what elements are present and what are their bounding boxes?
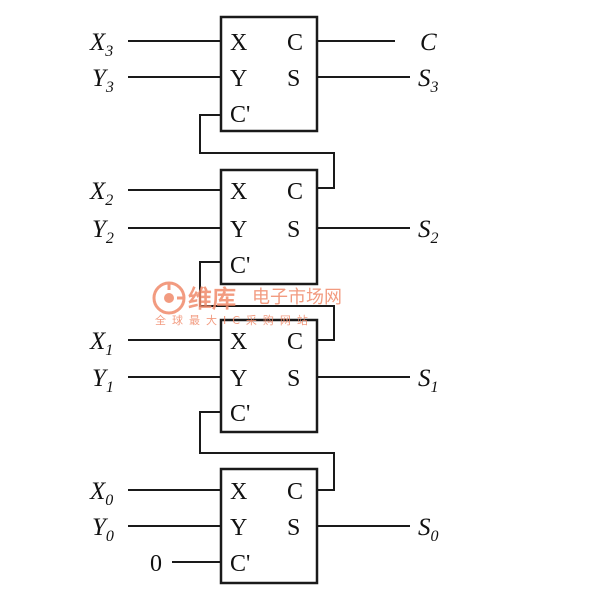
stage-0-block bbox=[219, 467, 319, 585]
stage-3-pin-carry-in: C' bbox=[230, 102, 250, 128]
stage-1-pin-sum: S bbox=[287, 366, 300, 392]
stage-0-pin-sum: S bbox=[287, 515, 300, 541]
stage-3-pin-carry-out: C bbox=[287, 30, 303, 56]
stage-0-pin-x: X bbox=[230, 479, 247, 505]
stage-0: X0 Y0 0 X Y C' C S S0 bbox=[89, 467, 439, 585]
watermark-logo-icon bbox=[152, 281, 186, 315]
watermark: 维库 电子市场网 全球最大IC采购网站 bbox=[152, 281, 342, 327]
stage-1-y-label: Y1 bbox=[92, 365, 114, 396]
stage-3-x-label: X3 bbox=[89, 29, 113, 60]
watermark-tagline: 全球最大IC采购网站 bbox=[155, 313, 314, 327]
stage-2-pin-carry-in: C' bbox=[230, 253, 250, 279]
stage-3-pin-sum: S bbox=[287, 66, 300, 92]
stage-3: X3 Y3 X Y C' C S C S3 bbox=[89, 15, 439, 133]
stage-2-pin-y: Y bbox=[230, 217, 247, 243]
stage-0-pin-carry-out: C bbox=[287, 479, 303, 505]
stage-2-pin-x: X bbox=[230, 179, 247, 205]
stage-1-pin-x: X bbox=[230, 329, 247, 355]
stage-3-y-label: Y3 bbox=[92, 65, 114, 96]
stage-1-block bbox=[219, 318, 319, 434]
stage-2-y-label: Y2 bbox=[92, 216, 114, 247]
watermark-brand: 维库 bbox=[188, 285, 236, 313]
stage-1-pin-y: Y bbox=[230, 366, 247, 392]
stage-0-sum-output-label: S0 bbox=[418, 514, 439, 545]
stage-1-pin-carry-out: C bbox=[287, 329, 303, 355]
stage-2-pin-sum: S bbox=[287, 217, 300, 243]
stage-1-x-label: X1 bbox=[89, 328, 113, 359]
watermark-name: 电子市场网 bbox=[252, 287, 342, 308]
stage-2: X2 Y2 X Y C' C S S2 bbox=[89, 168, 439, 286]
stage-0-carry-input-label: 0 bbox=[150, 551, 162, 577]
stage-0-pin-y: Y bbox=[230, 515, 247, 541]
stage-3-pin-x: X bbox=[230, 30, 247, 56]
carry-link-0-to-1 bbox=[199, 411, 335, 491]
stage-3-block bbox=[219, 15, 319, 133]
stage-1: X1 Y1 X Y C' C S S1 bbox=[89, 318, 439, 434]
stage-2-sum-output-label: S2 bbox=[418, 216, 439, 247]
stage-0-y-label: Y0 bbox=[92, 514, 114, 545]
stage-0-pin-carry-in: C' bbox=[230, 551, 250, 577]
stage-3-pin-y: Y bbox=[230, 66, 247, 92]
stage-0-x-label: X0 bbox=[89, 478, 113, 509]
stage-3-sum-output-label: S3 bbox=[418, 65, 439, 96]
stage-3-carry-output-label: C bbox=[420, 29, 437, 56]
stage-1-pin-carry-in: C' bbox=[230, 401, 250, 427]
stage-2-pin-carry-out: C bbox=[287, 179, 303, 205]
stage-1-sum-output-label: S1 bbox=[418, 365, 439, 396]
carry-link-1-to-2 bbox=[199, 261, 335, 341]
stage-2-x-label: X2 bbox=[89, 178, 113, 209]
carry-link-2-to-3 bbox=[199, 114, 335, 189]
